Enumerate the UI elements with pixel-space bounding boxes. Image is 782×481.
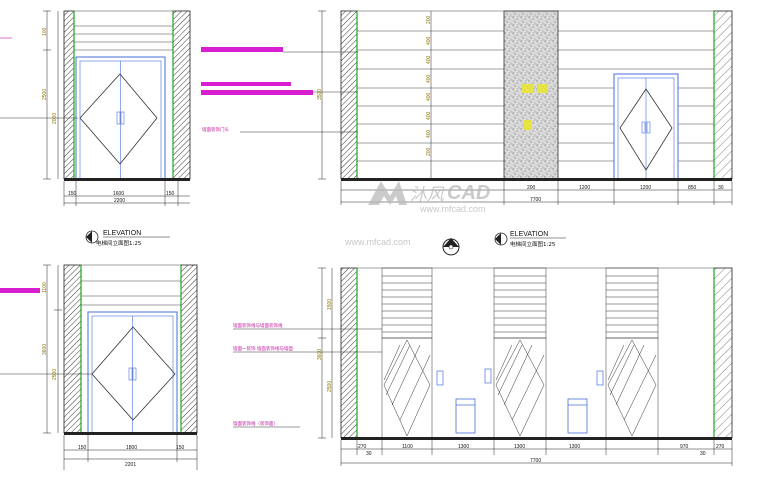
elevation-bottom-right: 1500 3600 2500 270 1100 1300 1300 1300 9…	[317, 267, 733, 466]
dim-h-total: 7700	[530, 458, 541, 464]
dim-v-door: 2500	[52, 369, 58, 380]
dim-v-top: 100	[42, 27, 48, 36]
dim-v-total: 3500	[317, 89, 323, 100]
note-door-header: 墙面装饰门头	[202, 126, 229, 133]
dim-h-total: 7700	[530, 197, 541, 203]
floor-line	[341, 437, 732, 440]
annotation-tags-top: 墙面装饰门头	[201, 47, 358, 133]
waste-bins	[455, 398, 588, 434]
dim-h-door: 1600	[113, 191, 124, 197]
dim-v-top: 1500	[327, 299, 333, 310]
title-en: ELEVATION	[103, 230, 141, 237]
door-diamond	[91, 326, 176, 421]
watermark-url: www.mfcad.com	[419, 204, 486, 214]
floor-line	[64, 178, 190, 181]
dim-row: 400	[426, 36, 432, 45]
note-1: 墙面装饰线与墙面装饰线	[233, 322, 283, 329]
wall-hatch-right	[713, 267, 733, 439]
wall-hatch-right	[172, 10, 191, 180]
dim-h-right: 150	[176, 445, 185, 451]
dim-h: 1300	[569, 444, 580, 450]
dim-h-right: 30	[700, 451, 706, 457]
dim-v-total: 2500	[42, 89, 48, 100]
dim-row: 200	[426, 15, 432, 24]
section-marker	[442, 238, 460, 256]
dim-h: 270	[358, 444, 367, 450]
title-block-right: ELEVATION 电梯间立面图1:25	[494, 231, 566, 248]
door-diamond	[619, 88, 673, 171]
dim-v-bottom: 2500	[327, 381, 333, 392]
call-buttons	[436, 368, 604, 386]
wall-hatch-right	[713, 10, 733, 180]
door-diamond	[79, 73, 158, 165]
wall-hatch-left	[340, 267, 358, 439]
note-2: 墙面一装饰 墙面装饰线与墙面	[233, 345, 293, 352]
wall-hatch-left	[63, 10, 75, 180]
dim-h: 1200	[579, 185, 590, 191]
dim-h: 1300	[458, 444, 469, 450]
watermark-logo-icon	[368, 181, 407, 205]
wall-hatch-left	[340, 10, 358, 180]
dim-h-left: 150	[78, 445, 87, 451]
title-en: ELEVATION	[510, 231, 548, 238]
dim-h-total: 2201	[125, 462, 136, 468]
watermark-url-left: www.mfcad.com	[344, 237, 411, 247]
elevation-top-left: 100 2500 2000 150 1600 150 2200	[0, 10, 191, 206]
dim-h: 1100	[402, 444, 413, 450]
floor-line	[341, 178, 732, 181]
dim-h-door: 1800	[126, 445, 137, 451]
dim-h: 30	[718, 185, 724, 191]
dim-row: 200	[426, 147, 432, 156]
dim-h: 850	[688, 185, 697, 191]
dim-v-top: 1100	[42, 282, 48, 293]
dim-h: 1300	[514, 444, 525, 450]
dim-v-door: 2000	[52, 113, 58, 124]
dim-h-total: 2200	[114, 198, 125, 204]
dim-row: 400	[426, 92, 432, 101]
stone-column	[503, 10, 559, 180]
note-3: 墙面装饰线（装饰面）	[233, 420, 278, 427]
dim-v-total: 3600	[42, 344, 48, 355]
dim-row: 400	[426, 74, 432, 83]
title-cn: 电梯间立面图1:25	[96, 239, 142, 247]
wall-hatch-right	[180, 264, 198, 434]
title-block-left: ELEVATION 电梯间立面图1:25	[85, 230, 170, 247]
dim-h-left: 150	[68, 191, 77, 197]
dim-v-total: 3600	[317, 349, 323, 360]
wall-hatch-left	[63, 264, 82, 434]
dim-row: 400	[426, 111, 432, 120]
annotation-tags-bottom: 墙面装饰线与墙面装饰线 墙面一装饰 墙面装饰线与墙面 墙面装饰线（装饰面）	[233, 322, 382, 428]
dim-h-left: 30	[366, 451, 372, 457]
watermark-brand-cn: 沐风	[410, 185, 445, 205]
title-cn: 电梯间立面图1:25	[510, 240, 556, 248]
elevation-top-right: 3500 200 400 400 400 400 400 400 200 200…	[317, 10, 733, 205]
upper-panels	[381, 267, 659, 339]
dim-row: 400	[426, 129, 432, 138]
dim-row: 400	[426, 55, 432, 64]
dim-h-right: 150	[166, 191, 175, 197]
watermark: 沐风 CAD www.mfcad.com www.mfcad.com	[344, 181, 490, 247]
dim-h: 1200	[640, 185, 651, 191]
floor-line	[64, 432, 197, 435]
elevation-bottom-left: 1100 3600 2500 150 1800 150 2201	[0, 264, 198, 470]
dim-h: 200	[527, 185, 536, 191]
lower-panels	[381, 337, 659, 439]
dim-h: 270	[716, 444, 725, 450]
dim-h: 970	[680, 444, 689, 450]
watermark-brand-en: CAD	[447, 182, 490, 204]
